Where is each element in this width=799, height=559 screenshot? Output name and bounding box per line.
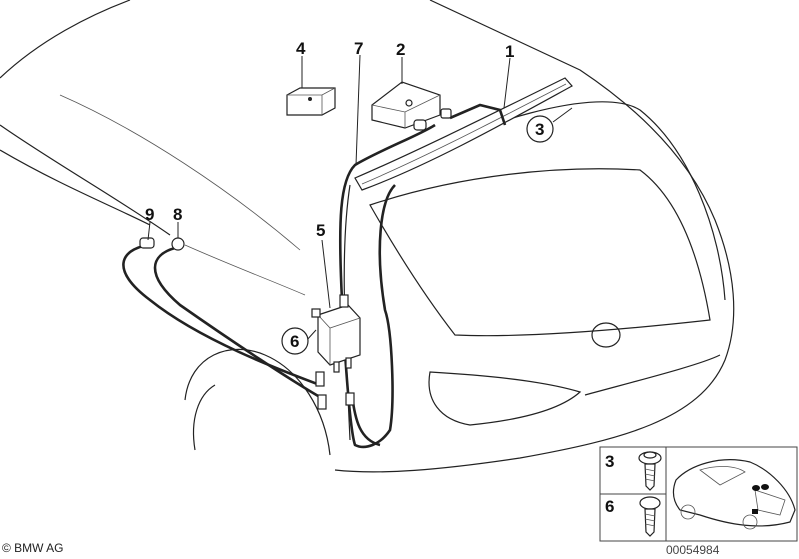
- callout-9: 9: [145, 205, 154, 224]
- legend-number-3: 3: [605, 452, 614, 471]
- connector-plug-4: [317, 394, 327, 410]
- connector-plug-5: [345, 392, 355, 406]
- legend-number-6: 6: [605, 497, 614, 516]
- callout-8: 8: [173, 205, 182, 224]
- callout-4: 4: [296, 39, 306, 58]
- car-location-icon: [672, 459, 796, 530]
- antenna-cables: [122, 103, 507, 449]
- callout-6: 6: [290, 332, 299, 351]
- connector-plug-2: [440, 108, 452, 119]
- amplifier-part-2[interactable]: [371, 81, 441, 129]
- legend-box: 3 6: [599, 446, 798, 542]
- screw-icon: [639, 496, 661, 537]
- diversity-module-part-5[interactable]: [311, 294, 361, 373]
- copyright-label: © BMW AG: [2, 541, 64, 555]
- drawing-number: 00054984: [666, 543, 720, 557]
- module-part-4[interactable]: [286, 87, 336, 116]
- connector-plug: [413, 119, 427, 131]
- callout-3: 3: [535, 120, 544, 139]
- spoiler-antenna-strip[interactable]: [354, 77, 573, 191]
- connector-part-8[interactable]: [171, 237, 185, 251]
- callout-1: 1: [505, 42, 514, 61]
- screw-icon: [638, 451, 662, 491]
- callout-5: 5: [316, 221, 325, 240]
- connector-part-9[interactable]: [139, 237, 155, 249]
- callout-2: 2: [396, 40, 405, 59]
- callout-7: 7: [354, 39, 363, 58]
- car-body-outline: [0, 0, 735, 473]
- connector-plug-3: [315, 371, 325, 387]
